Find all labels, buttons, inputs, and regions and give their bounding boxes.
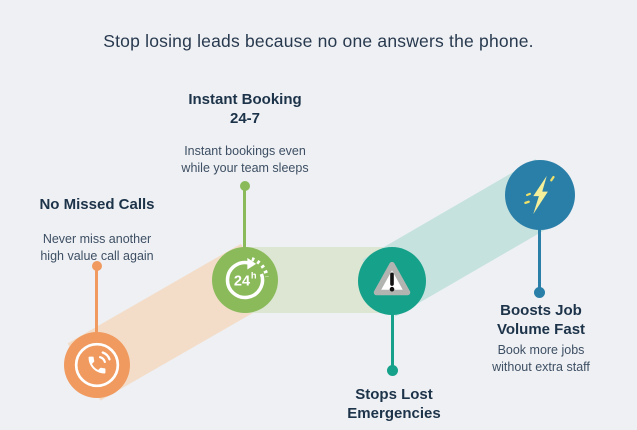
warning-triangle-icon — [373, 261, 411, 296]
clock-24h-icon: 24 h — [225, 257, 269, 300]
lightning-bolt-icon — [524, 175, 555, 215]
stem-no-missed-calls — [95, 266, 98, 334]
milestone-circle-instant-booking: 24 h — [212, 247, 278, 313]
milestone-text-boosts-job-volume: Boosts Job Volume Fast Book more jobs wi… — [456, 301, 626, 375]
svg-text:24: 24 — [234, 273, 251, 289]
milestone-heading: Boosts Job Volume Fast — [496, 302, 586, 338]
milestone-circle-boosts-job-volume — [505, 160, 575, 230]
milestone-subtext: Book more jobs without extra staff — [492, 343, 590, 374]
milestone-text-instant-booking: Instant Booking 24-7 Instant bookings ev… — [150, 90, 340, 176]
stem-boosts-job-volume — [538, 229, 541, 293]
milestone-circle-no-missed-calls — [64, 332, 130, 398]
page-title: Stop losing leads because no one answers… — [103, 31, 534, 51]
phone-icon — [74, 342, 120, 388]
svg-text:h: h — [251, 270, 257, 280]
milestone-subtext: Never miss another high value call again — [40, 232, 154, 263]
milestone-subtext: Instant bookings even while your team sl… — [181, 144, 309, 175]
milestone-heading: No Missed Calls — [39, 196, 155, 213]
milestone-text-stops-lost-emergencies: Stops Lost Emergencies — [309, 385, 479, 423]
milestone-text-no-missed-calls: No Missed Calls Never miss another high … — [7, 195, 187, 264]
milestone-heading: Stops Lost Emergencies — [347, 386, 441, 422]
milestone-heading: Instant Booking 24-7 — [188, 91, 302, 127]
stem-dot-stops-lost-emergencies — [387, 365, 398, 376]
stem-dot-boosts-job-volume — [534, 287, 545, 298]
milestone-circle-stops-lost-emergencies — [358, 247, 426, 315]
stem-stops-lost-emergencies — [391, 314, 394, 371]
stem-instant-booking — [243, 186, 246, 248]
